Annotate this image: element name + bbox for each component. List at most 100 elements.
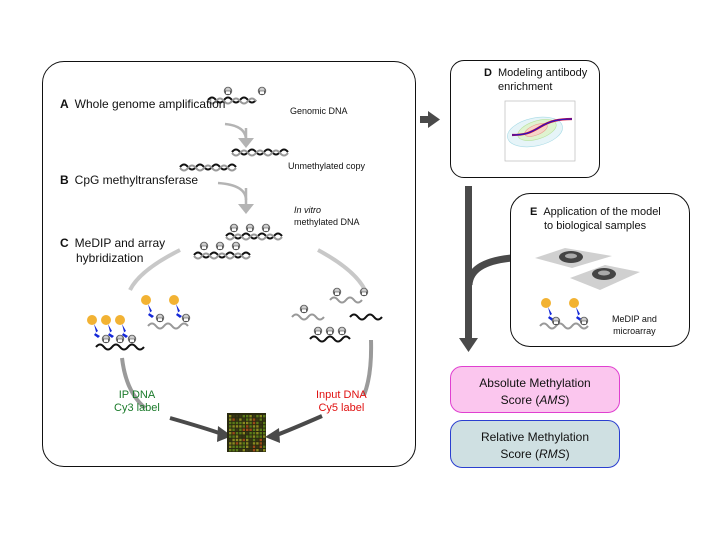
microarray-spot — [256, 421, 259, 425]
microarray-spot — [242, 442, 245, 445]
microarray-spot — [252, 428, 256, 431]
microarray-spot — [256, 445, 259, 448]
microarray-spot — [235, 445, 239, 448]
microarray-spot — [259, 415, 262, 418]
microarray-spot — [242, 438, 245, 442]
arrow-to-panel-d — [420, 111, 440, 128]
microarray-spot — [263, 449, 266, 452]
step-c-letter: C — [60, 236, 69, 250]
microarray-spot — [229, 425, 232, 428]
microarray-spot — [235, 435, 239, 438]
microarray-spot — [229, 415, 232, 418]
microarray-spot — [249, 425, 252, 428]
microarray-spot — [235, 425, 239, 428]
microarray-spot — [259, 449, 262, 452]
microarray-spot — [249, 435, 252, 438]
microarray-spot — [229, 438, 232, 442]
panel-d-text-2: enrichment — [498, 81, 553, 93]
microarray-spot — [239, 418, 242, 421]
microarray-spot — [242, 421, 245, 425]
step-a-letter: A — [60, 97, 69, 111]
microarray-spot — [239, 415, 242, 418]
microarray-spot — [229, 449, 232, 452]
step-a-text: Whole genome amplification — [74, 97, 226, 111]
microarray-spot — [229, 435, 232, 438]
in-vitro-text-1: In vitro — [294, 205, 322, 215]
microarray-spot — [263, 445, 266, 448]
unmethylated-copy-strands — [179, 148, 289, 172]
microarray-spot — [263, 442, 266, 445]
microarray-spot — [242, 428, 245, 431]
microarray-spot — [263, 428, 266, 431]
microarray-spot — [235, 421, 239, 425]
cell-icon — [535, 248, 612, 268]
microarray-image — [227, 413, 266, 452]
microarray-spot — [246, 425, 249, 428]
microarray-spot — [249, 438, 252, 442]
microarray-spot — [232, 438, 235, 442]
panel-e-text-2: to biological samples — [544, 220, 647, 232]
genomic-dna-strand — [207, 86, 267, 105]
microarray-spot — [246, 449, 249, 452]
microarray-spot — [235, 438, 239, 442]
microarray-spot — [246, 435, 249, 438]
genomic-dna-label: Genomic DNA — [290, 106, 348, 116]
microarray-spot — [252, 425, 256, 428]
medip-text-1: MeDIP and — [612, 314, 657, 324]
microarray-spot — [232, 449, 235, 452]
microarray-spot — [256, 442, 259, 445]
microarray-spot — [239, 425, 242, 428]
microarray-spot — [252, 415, 256, 418]
ams-text-1: Absolute Methylation — [479, 376, 591, 390]
microarray-spot — [263, 435, 266, 438]
input-dna-text-1: Input DNA — [316, 389, 367, 401]
microarray-spot — [256, 435, 259, 438]
microarray-spot — [263, 432, 266, 435]
microarray-spot — [239, 445, 242, 448]
microarray-spot — [256, 418, 259, 421]
panel-main-workflow — [42, 61, 416, 467]
medip-microarray-label: MeDIP and microarray — [612, 313, 657, 337]
step-b-letter: B — [60, 173, 69, 187]
rms-score-box: Relative Methylation Score (RMS) — [450, 420, 620, 468]
in-vitro-methylated-strands — [193, 223, 283, 260]
microarray-spot — [256, 428, 259, 431]
microarray-spot — [239, 432, 242, 435]
microarray-spot — [246, 421, 249, 425]
microarray-spot — [252, 418, 256, 421]
microarray-spot — [259, 432, 262, 435]
microarray-spot — [259, 435, 262, 438]
medip-text-2: microarray — [613, 326, 656, 336]
microarray-spot — [246, 415, 249, 418]
microarray-spot — [249, 442, 252, 445]
microarray-spot — [249, 428, 252, 431]
microarray-spot — [239, 438, 242, 442]
microarray-spot — [232, 428, 235, 431]
microarray-spot — [259, 442, 262, 445]
microarray-spot — [232, 432, 235, 435]
ams-prefix: Score ( — [500, 393, 540, 407]
microarray-spot — [249, 449, 252, 452]
microarray-spot — [249, 415, 252, 418]
microarray-spot — [235, 418, 239, 421]
microarray-spot — [246, 438, 249, 442]
microarray-spot — [249, 418, 252, 421]
microarray-spot — [263, 438, 266, 442]
microarray-spot — [232, 421, 235, 425]
microarray-spot — [259, 438, 262, 442]
microarray-spot — [229, 442, 232, 445]
ip-dna-text-2: Cy3 label — [114, 402, 160, 414]
microarray-spot — [256, 432, 259, 435]
microarray-spot — [246, 445, 249, 448]
microarray-spot — [235, 428, 239, 431]
microarray-spot — [249, 421, 252, 425]
